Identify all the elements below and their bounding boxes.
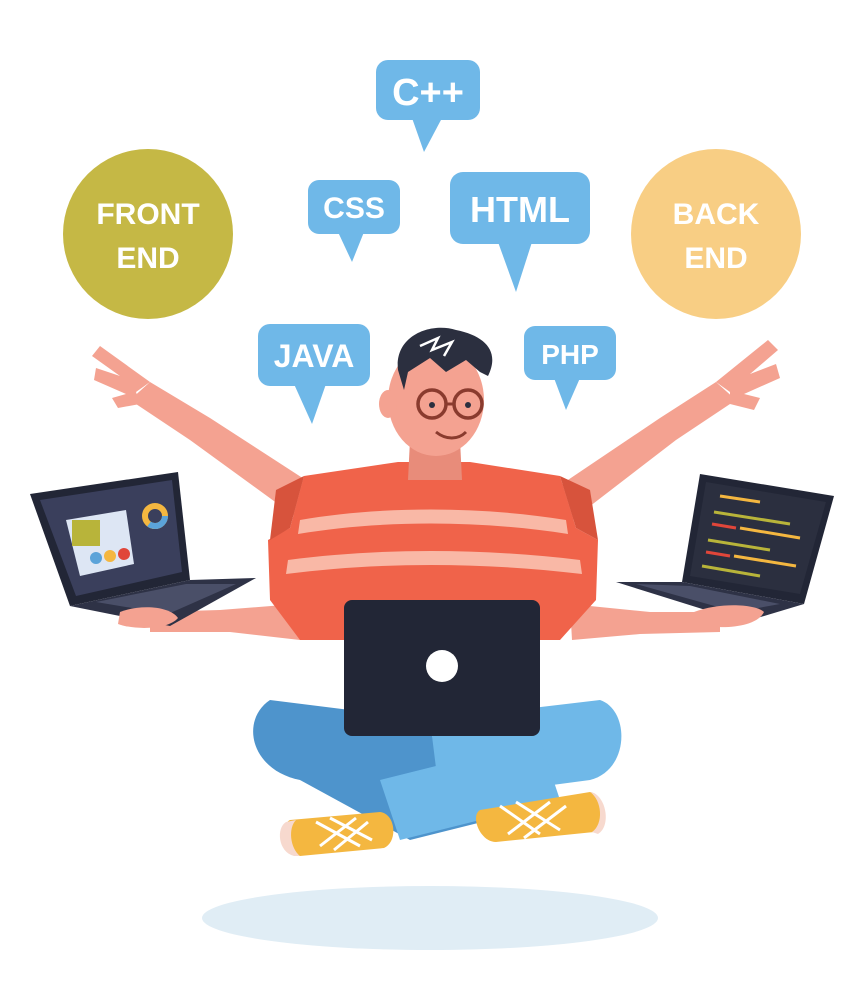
html-bubble: HTML — [450, 172, 590, 292]
java-label: JAVA — [274, 338, 355, 374]
back-end-line2: END — [684, 242, 747, 275]
html-label: HTML — [470, 189, 570, 230]
left-shoe — [279, 812, 394, 856]
center-laptop — [344, 600, 540, 736]
front-end-line2: END — [116, 242, 179, 275]
right-shoe — [475, 792, 606, 842]
php-bubble: PHP — [524, 326, 616, 410]
ground-shadow — [202, 886, 658, 950]
back-end-badge: BACK END — [631, 149, 801, 319]
right-laptop — [616, 474, 834, 622]
cpp-bubble: C++ — [376, 60, 480, 152]
left-laptop — [30, 472, 256, 626]
php-label: PHP — [541, 339, 599, 370]
front-end-badge: FRONT END — [63, 149, 233, 319]
front-end-line1: FRONT — [96, 198, 199, 231]
right-hand — [694, 605, 764, 628]
shirt — [268, 462, 598, 640]
lower-right-arm — [570, 604, 720, 640]
back-end-line1: BACK — [673, 198, 760, 231]
raised-left-arm — [92, 346, 318, 520]
left-hand — [118, 607, 178, 628]
java-bubble: JAVA — [258, 324, 370, 424]
css-bubble: CSS — [308, 180, 400, 262]
laptop-logo-icon — [426, 650, 458, 682]
head — [379, 327, 493, 456]
css-label: CSS — [323, 192, 385, 225]
raised-right-arm — [556, 340, 780, 520]
cpp-label: C++ — [392, 72, 464, 114]
